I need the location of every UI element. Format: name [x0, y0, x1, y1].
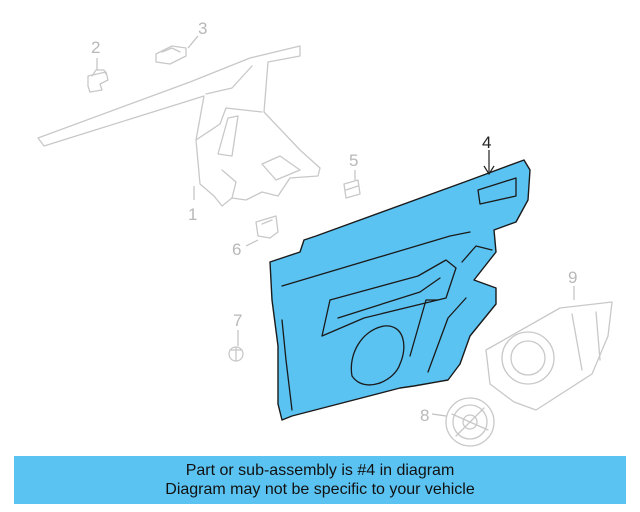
- leader-3: [187, 35, 199, 49]
- callout-6: 6: [232, 240, 241, 259]
- part-7-push-pin: [228, 346, 244, 362]
- part-8-speaker: [445, 397, 495, 447]
- leader-4-arrowhead: [483, 165, 495, 176]
- part-5-bracket: [343, 179, 361, 199]
- callout-2: 2: [91, 38, 100, 57]
- part-1-pillar-trim: [37, 45, 321, 207]
- part-9-speaker-housing: [485, 301, 613, 411]
- part-4-quarter-trim-panel[interactable]: [269, 159, 531, 421]
- callout-8: 8: [420, 406, 429, 425]
- leader-lines: [96, 35, 575, 417]
- banner-disclaimer-text: Diagram may not be specific to your vehi…: [165, 481, 475, 498]
- leader-8: [431, 413, 447, 417]
- callout-1: 1: [188, 205, 197, 224]
- info-banner: Part or sub-assembly is #4 in diagram Di…: [14, 456, 626, 504]
- callout-4: 4: [482, 133, 491, 152]
- callout-5: 5: [349, 151, 358, 170]
- part-6-clip: [255, 215, 279, 239]
- callout-3: 3: [198, 19, 207, 38]
- callout-9: 9: [568, 268, 577, 287]
- part-2-clip: [87, 69, 109, 93]
- callout-7: 7: [233, 311, 242, 330]
- part-3-retainer: [155, 45, 187, 65]
- leader-6: [245, 239, 259, 247]
- banner-part-text: Part or sub-assembly is #4 in diagram: [185, 462, 455, 479]
